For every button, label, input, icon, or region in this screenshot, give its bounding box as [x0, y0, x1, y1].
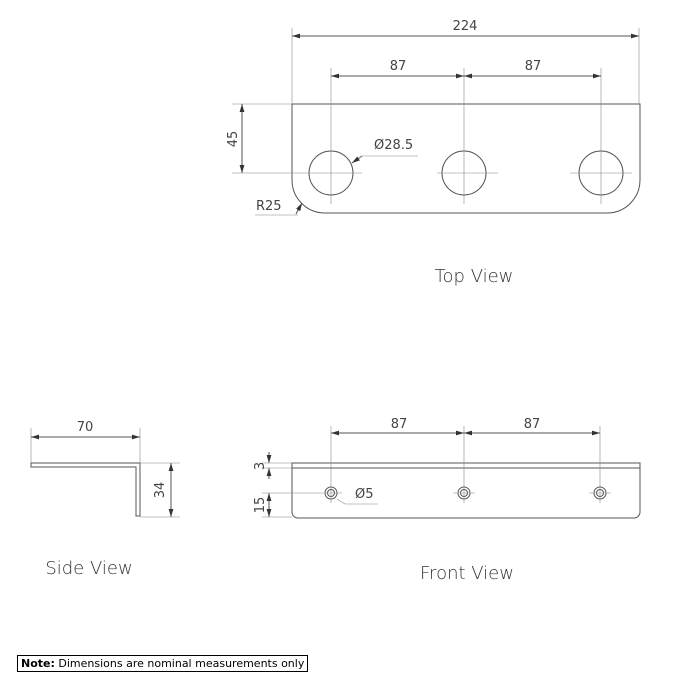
dim-70: 70 [77, 420, 94, 435]
dim-87-a: 87 [390, 59, 407, 74]
front-hole-diameter: Ø5 [355, 487, 374, 502]
front-dim-87-a: 87 [391, 417, 408, 432]
front-view: 87 87 3 15 Ø5 Front View [253, 417, 641, 584]
dim-45: 45 [226, 131, 241, 148]
front-view-outline [291, 462, 641, 519]
front-view-label: Front View [420, 563, 514, 584]
top-view: 224 87 87 45 Ø28.5 R25 Top View [226, 19, 641, 287]
note-text: Dimensions are nominal measurements only [54, 657, 305, 670]
hole-diameter: Ø28.5 [374, 138, 413, 153]
corner-radius: R25 [256, 199, 282, 214]
dim-34: 34 [153, 482, 168, 499]
hole-leader [351, 155, 418, 164]
note-label: Note: [21, 657, 55, 670]
top-view-label: Top View [435, 266, 514, 287]
side-view-profile [30, 462, 141, 517]
front-dim-87-b: 87 [524, 417, 541, 432]
centerlines [232, 28, 640, 204]
radius-leader-arrow [295, 202, 303, 215]
note-box: Note: Dimensions are nominal measurement… [17, 655, 309, 672]
side-view-label: Side View [45, 558, 132, 579]
side-view: 70 34 Side View [30, 420, 180, 579]
hole-leader-arrow [351, 155, 363, 164]
top-view-outline [291, 103, 641, 214]
dim-87-b: 87 [525, 59, 542, 74]
dim-15: 15 [253, 497, 268, 514]
dim-224: 224 [453, 19, 478, 34]
dim-3: 3 [253, 462, 268, 470]
